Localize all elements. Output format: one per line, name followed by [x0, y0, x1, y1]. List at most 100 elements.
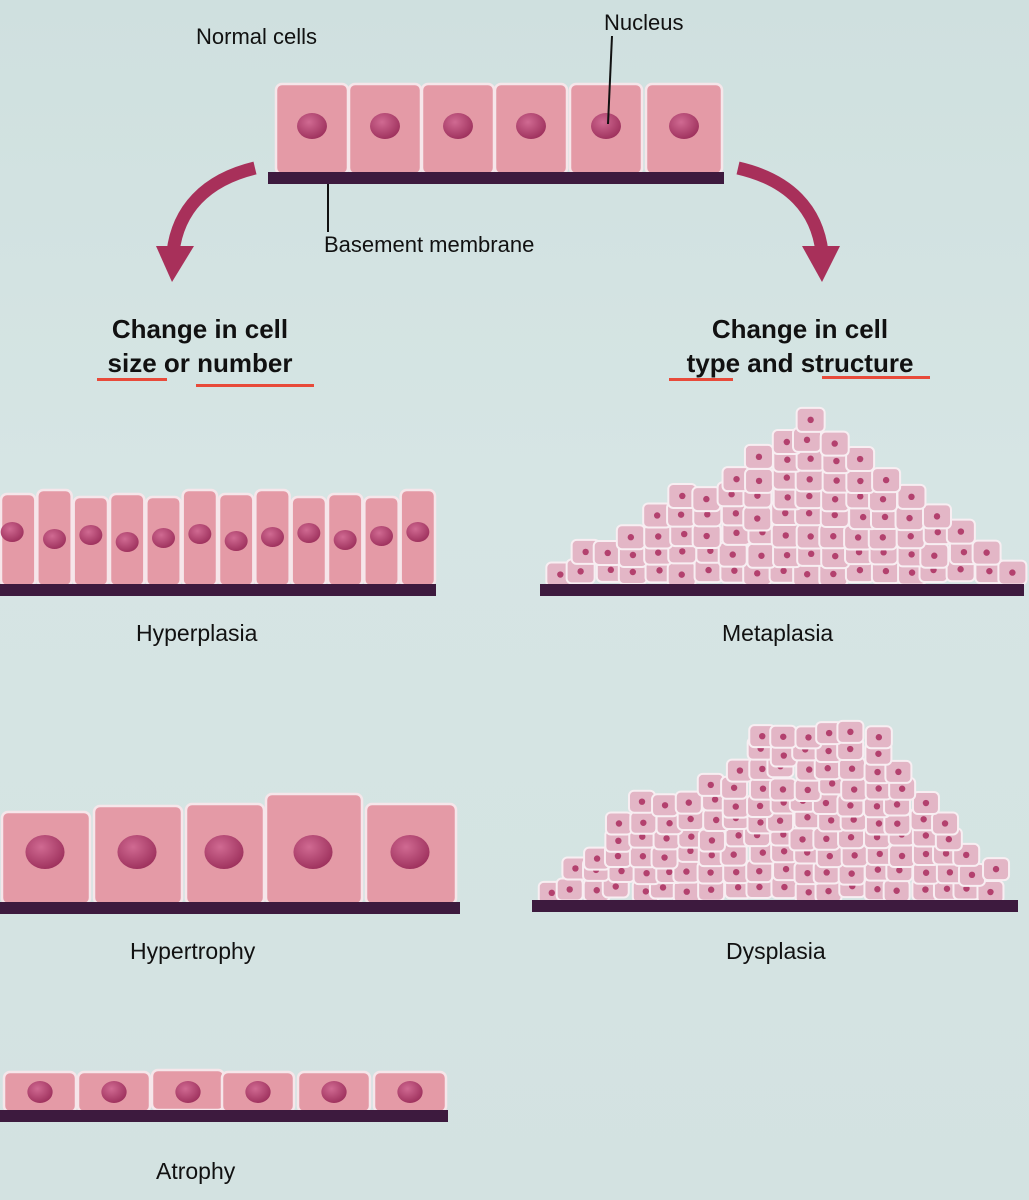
small-cell [565, 558, 596, 585]
small-cell [845, 468, 876, 495]
nucleus [831, 440, 838, 447]
small-cell [721, 466, 752, 493]
nucleus [847, 802, 854, 809]
small-cell [884, 759, 913, 784]
nucleus [79, 525, 103, 545]
nucleus [711, 796, 719, 803]
cell [296, 1070, 372, 1114]
nucleus [297, 523, 321, 543]
nucleus [731, 567, 738, 574]
nucleus [850, 786, 858, 793]
nucleus [934, 528, 941, 536]
nucleus [677, 511, 685, 518]
nucleus [548, 889, 555, 897]
nucleus [851, 852, 858, 859]
cell [347, 82, 423, 176]
nucleus [683, 888, 690, 895]
nucleus [963, 851, 970, 859]
nucleus [874, 866, 882, 873]
small-cell [871, 467, 902, 494]
nucleus [756, 867, 763, 875]
nucleus [612, 883, 619, 890]
nucleus [986, 567, 993, 575]
nucleus [703, 532, 710, 540]
normal-cells-label: Normal cells [196, 24, 318, 49]
small-cell [788, 827, 817, 852]
nucleus [678, 571, 685, 578]
cell [220, 1070, 296, 1114]
nucleus [896, 866, 903, 874]
small-cell [770, 522, 801, 549]
nucleus [960, 548, 968, 556]
small-cell [743, 443, 774, 470]
cell [254, 488, 291, 588]
hypertrophy-label: Hypertrophy [130, 938, 256, 964]
nucleus [293, 835, 333, 869]
nucleus [663, 835, 670, 842]
small-cell [911, 791, 940, 816]
nucleus [894, 820, 901, 827]
right-heading-line2: type and structure [686, 348, 914, 378]
nucleus [857, 477, 864, 485]
nucleus [688, 833, 695, 840]
cell [363, 495, 400, 588]
nucleus [615, 820, 623, 827]
small-cell [845, 446, 876, 473]
nucleus [604, 549, 611, 557]
nucleus [780, 567, 787, 575]
nucleus [297, 113, 327, 139]
nucleus [783, 438, 790, 446]
nucleus [758, 552, 765, 559]
nucleus [370, 113, 400, 139]
nucleus [25, 835, 65, 869]
nucleus [638, 798, 646, 805]
nucleus [922, 832, 930, 839]
nucleus [848, 765, 856, 772]
small-cell [691, 523, 722, 550]
cell [420, 82, 496, 176]
nucleus [805, 509, 813, 517]
small-cell [769, 724, 798, 749]
nucleus [847, 728, 854, 736]
cell [108, 492, 146, 588]
nucleus [876, 850, 883, 858]
basement-membrane-hypertrophy [0, 902, 460, 914]
nucleus [643, 869, 650, 877]
nucleus [679, 492, 686, 500]
cell [274, 82, 350, 176]
nucleus [941, 820, 949, 827]
left-heading: Change in cell size or number [60, 312, 340, 380]
cell [372, 1070, 448, 1114]
nucleus [806, 492, 813, 500]
nucleus [390, 835, 430, 869]
nucleus [703, 495, 710, 503]
small-cell [669, 521, 700, 548]
nucleus [908, 493, 915, 501]
small-cell [561, 856, 590, 881]
nucleus [640, 819, 647, 826]
nucleus [992, 865, 1000, 873]
cell [326, 492, 364, 588]
nucleus [683, 868, 690, 875]
nucleus [755, 477, 763, 485]
nucleus [782, 532, 789, 539]
small-cell [888, 844, 917, 869]
nucleus [708, 837, 716, 844]
nucleus [875, 750, 882, 757]
nucleus-leader-line [607, 35, 613, 125]
metaplasia-cells [545, 406, 1028, 588]
nucleus [856, 455, 864, 463]
left-curved-arrow [156, 161, 257, 282]
normal-cells-row [274, 82, 724, 176]
nucleus [734, 884, 742, 891]
nucleus [712, 816, 720, 824]
nucleus [880, 549, 887, 556]
nucleus [882, 567, 890, 575]
nucleus [874, 768, 881, 776]
small-cell [615, 524, 646, 551]
nucleus [627, 534, 635, 541]
nucleus [779, 786, 787, 793]
nucleus [614, 852, 622, 860]
small-cell [864, 725, 893, 750]
